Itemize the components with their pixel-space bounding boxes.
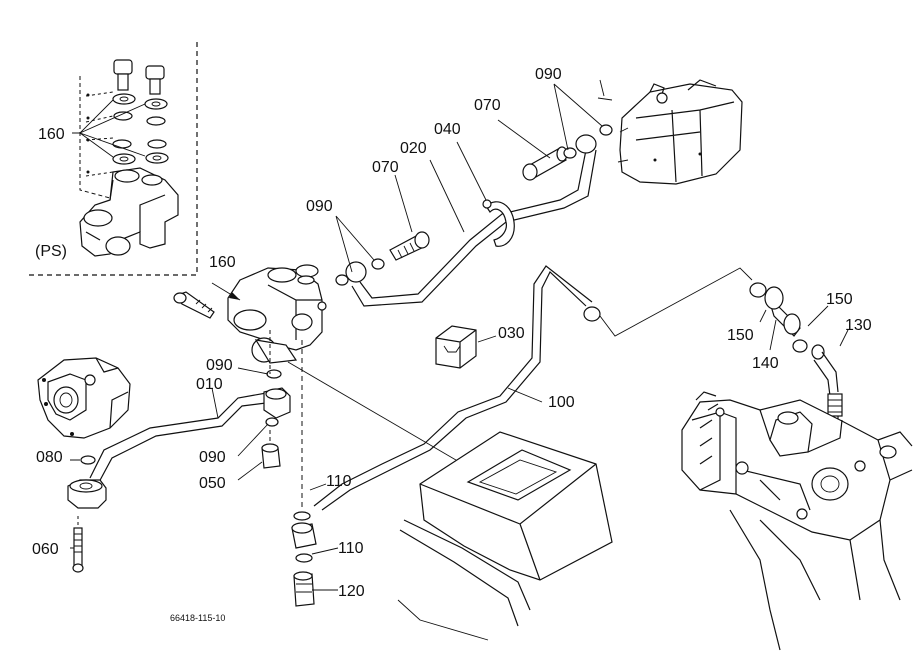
label-060: 060 — [32, 541, 59, 558]
label-090-top: 090 — [535, 66, 562, 83]
label-160-ps: 160 — [38, 126, 65, 143]
clamp-040 — [482, 199, 515, 247]
label-070-mid: 070 — [372, 159, 399, 176]
label-030: 030 — [498, 325, 525, 342]
label-110-bottom: 110 — [338, 540, 364, 557]
main-valve-160 — [173, 264, 327, 364]
banjo-bolts-top — [335, 83, 613, 286]
fitting-030 — [435, 325, 497, 369]
lower-center-fittings — [291, 340, 339, 607]
center-housing — [397, 431, 613, 641]
label-100: 100 — [548, 394, 575, 411]
label-140: 140 — [752, 355, 779, 372]
label-020: 020 — [400, 140, 427, 157]
label-ps: (PS) — [35, 243, 67, 260]
lower-left-fittings — [67, 455, 107, 573]
drawing-number: 66418-115-10 — [170, 613, 225, 623]
label-090-mid: 090 — [306, 198, 333, 215]
ps-valve-assembly — [72, 59, 179, 257]
label-080: 080 — [36, 449, 63, 466]
left-pump — [37, 357, 131, 439]
right-fittings — [749, 282, 849, 440]
label-160-main: 160 — [209, 254, 236, 271]
label-070-top: 070 — [474, 97, 501, 114]
middle-fittings — [237, 330, 291, 481]
top-right-valve-block — [597, 79, 743, 185]
label-050: 050 — [199, 475, 226, 492]
pipe-010 — [89, 387, 275, 485]
label-130: 130 — [845, 317, 872, 334]
label-110-top: 110 — [326, 473, 352, 490]
right-housing — [681, 391, 913, 651]
label-010: 010 — [196, 376, 223, 393]
label-120: 120 — [338, 583, 365, 600]
pipe-100 — [313, 265, 753, 511]
label-090-low: 090 — [199, 449, 226, 466]
label-150-right: 150 — [826, 291, 853, 308]
label-150-left: 150 — [727, 327, 754, 344]
label-090-left: 090 — [206, 357, 233, 374]
label-040: 040 — [434, 121, 461, 138]
